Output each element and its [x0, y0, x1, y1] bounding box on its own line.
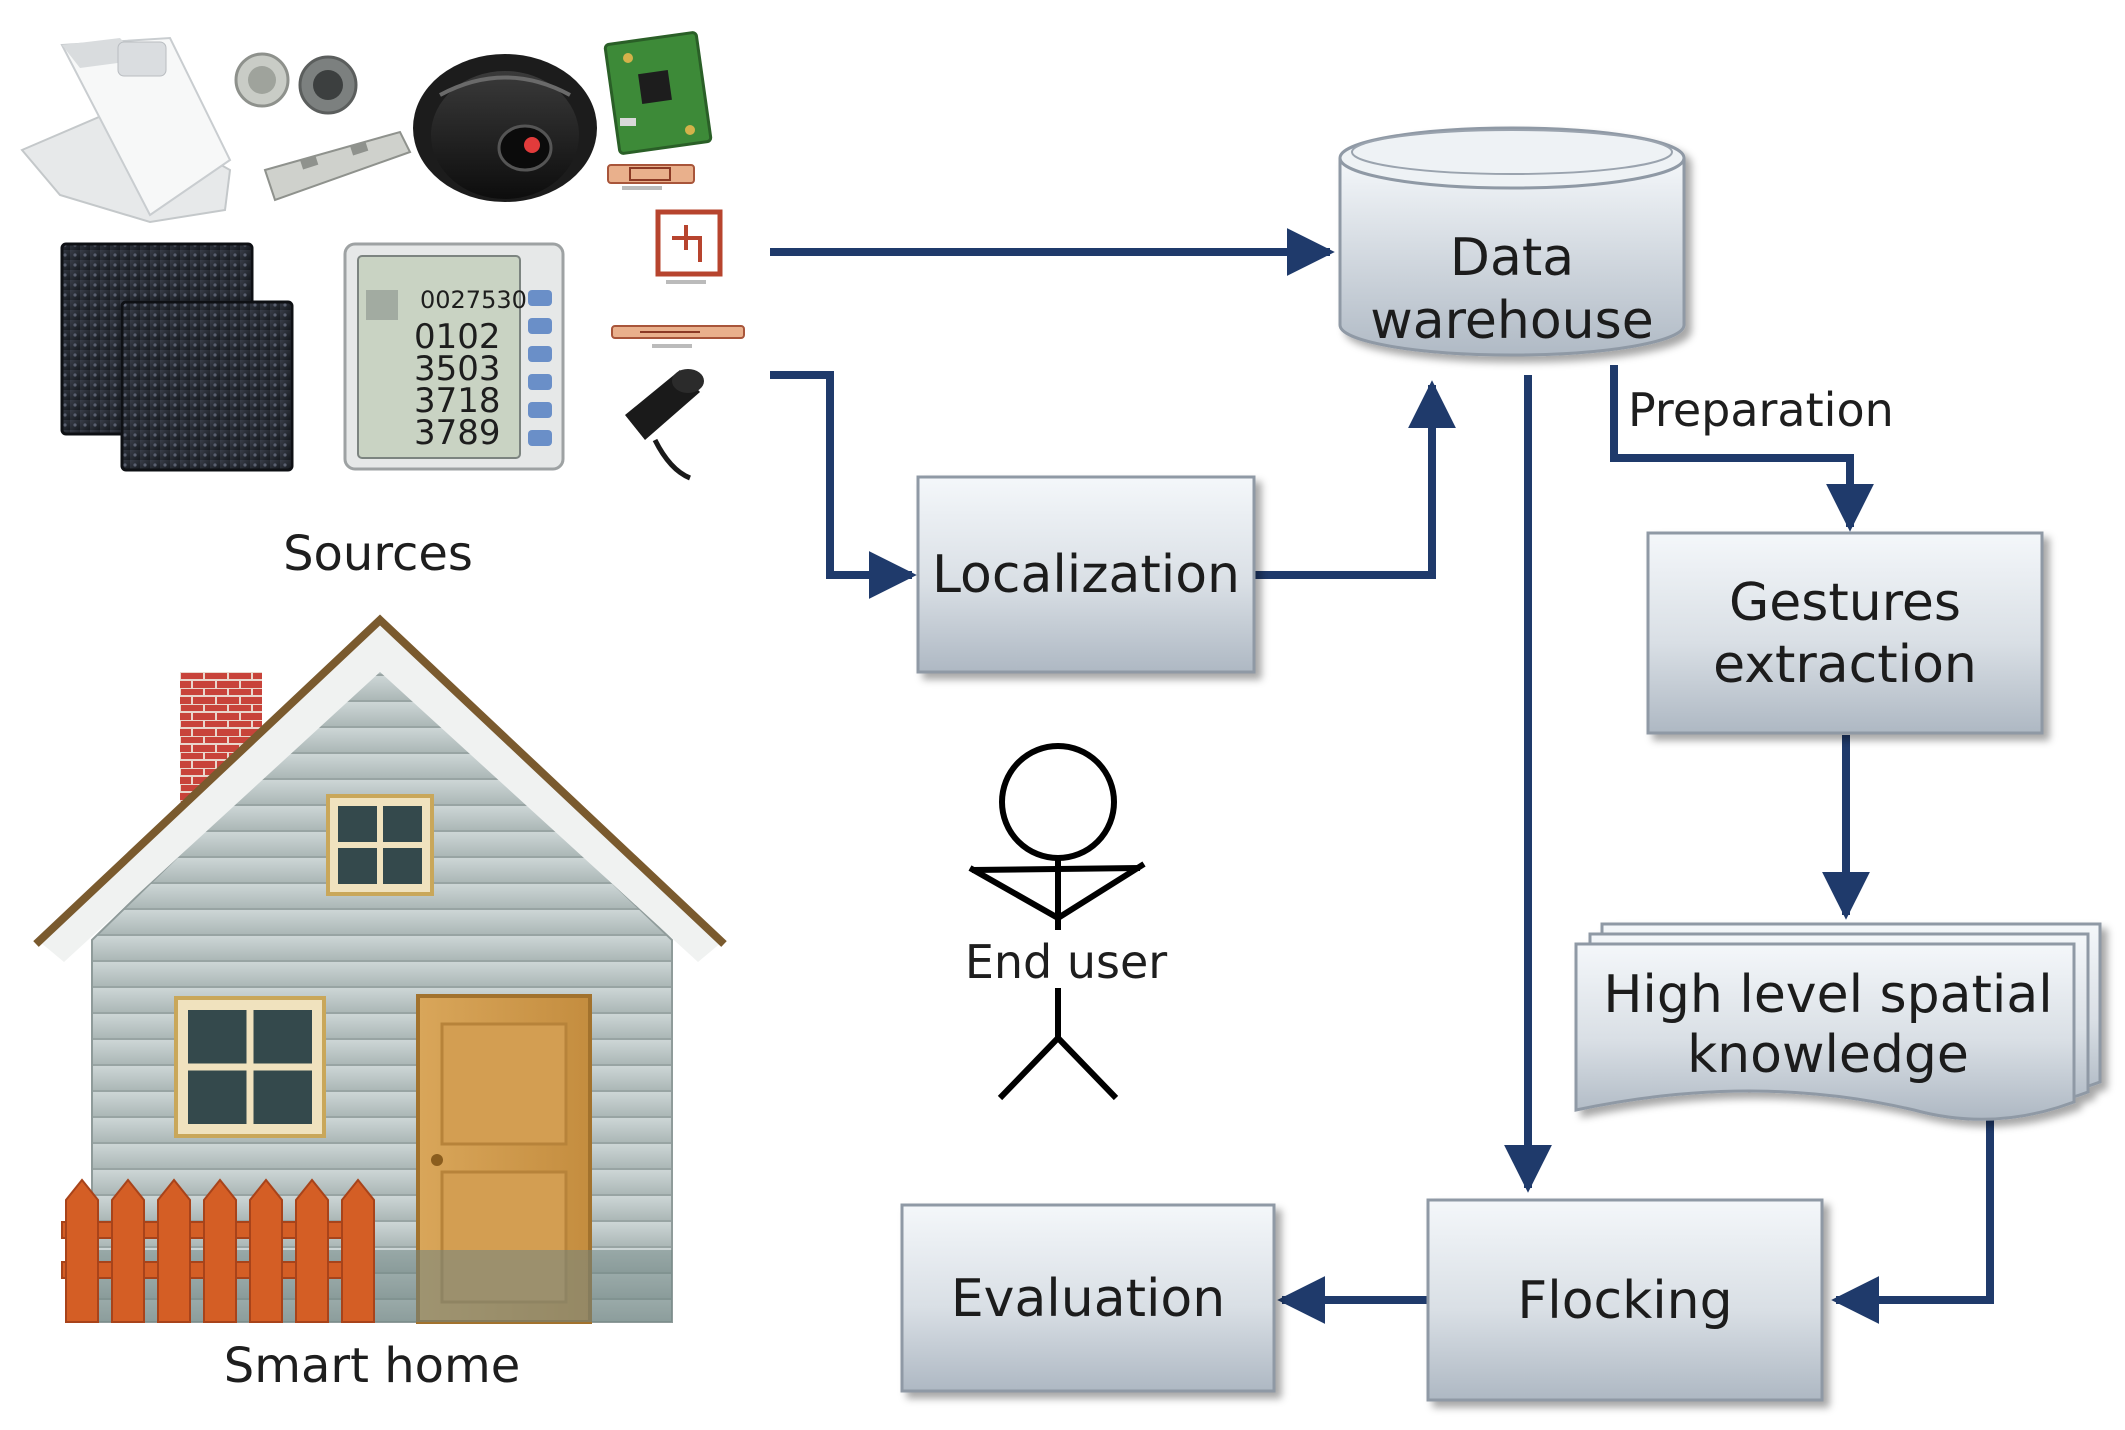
- meter-line-5: 3789: [414, 413, 501, 453]
- connectors: Preparation: [770, 228, 1994, 1324]
- sources-group: 0027530 0102 3503 3718 3789 Sources: [20, 31, 745, 582]
- flocking-label: Flocking: [1517, 1271, 1732, 1331]
- data-warehouse-node[interactable]: Data warehouse: [1338, 126, 1686, 357]
- gestures-extraction-node[interactable]: Gestures extraction: [1646, 531, 2044, 735]
- localization-label: Localization: [932, 545, 1240, 605]
- upper-window: [326, 794, 434, 896]
- meter-line-2: 0102: [414, 317, 501, 357]
- evaluation-label: Evaluation: [951, 1269, 1225, 1329]
- meter-line-3: 3503: [414, 349, 501, 389]
- arrow-sources-to-localization: [770, 371, 917, 599]
- flocking-node[interactable]: Flocking: [1426, 1198, 1824, 1402]
- arrow-warehouse-to-gestures: [1610, 365, 1874, 532]
- data-warehouse-label-line1: Data: [1450, 228, 1574, 288]
- smart-home-illustration: Smart home: [33, 614, 727, 1394]
- picket-fence: [61, 1178, 375, 1323]
- arrow-knowledge-to-flocking: [1831, 1102, 1994, 1324]
- meter-line-4: 3718: [414, 381, 501, 421]
- high-level-knowledge-node[interactable]: High level spatial knowledge: [1574, 922, 2102, 1121]
- meter-line-1: 0027530: [420, 286, 527, 314]
- actor-head: [999, 743, 1117, 861]
- arrow-localization-to-warehouse: [1255, 380, 1456, 579]
- data-warehouse-label-line2: warehouse: [1370, 291, 1653, 351]
- evaluation-node[interactable]: Evaluation: [900, 1203, 1276, 1393]
- smart-home-label: Smart home: [224, 1338, 521, 1394]
- gestures-extraction-label-line1: Gestures: [1729, 573, 1961, 633]
- end-user-label: End user: [965, 935, 1167, 989]
- motion-sensor-icon: [20, 36, 232, 224]
- dome-camera-icon: [413, 54, 597, 202]
- high-level-knowledge-label-line2: knowledge: [1687, 1025, 1969, 1085]
- energy-meter-icon: 0027530 0102 3503 3718 3789: [343, 242, 565, 471]
- localization-node[interactable]: Localization: [916, 475, 1256, 674]
- high-level-knowledge-label-line1: High level spatial: [1603, 965, 2052, 1025]
- rfid-tag-icon: [607, 164, 695, 190]
- piezo-buzzer-icon: [234, 52, 358, 115]
- load-cell-icon: [263, 130, 412, 202]
- rfid-reader-tag-icon: [655, 209, 723, 284]
- gestures-extraction-label-line2: extraction: [1713, 635, 1977, 695]
- floor-tile-icon: [60, 242, 294, 472]
- preparation-label: Preparation: [1628, 383, 1894, 437]
- circuit-board-icon: [603, 31, 713, 155]
- current-clamp-icon: [625, 369, 704, 481]
- sources-label: Sources: [283, 526, 473, 582]
- lower-window: [174, 996, 326, 1138]
- end-user-actor: End user: [965, 743, 1167, 1101]
- rfid-tag-icon: [611, 325, 745, 348]
